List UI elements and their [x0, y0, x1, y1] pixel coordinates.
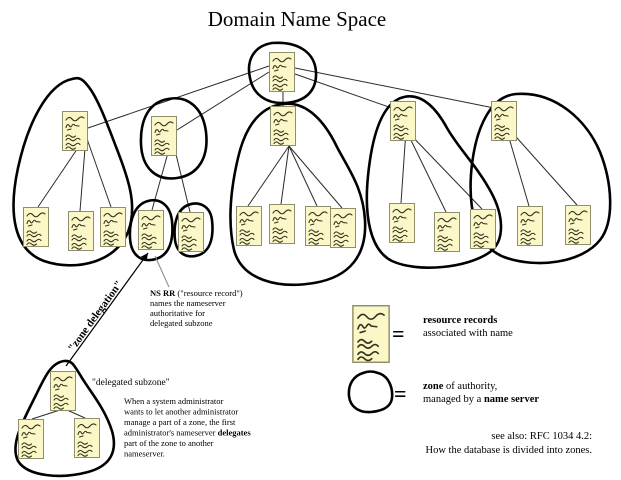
admin-note-line3: manage a part of a zone, the first	[124, 417, 236, 427]
ns-rr-annotation: NS RR ("resource record") names the name…	[150, 288, 243, 328]
resource-record-icon	[68, 211, 94, 251]
page-title: Domain Name Space	[208, 7, 386, 31]
see-also-line1: see also: RFC 1034 4.2:	[491, 431, 592, 442]
tree-edge	[405, 129, 483, 210]
zone-outline-subzone-b	[173, 202, 214, 258]
tree-edge	[400, 129, 407, 204]
svg-text:zone of authority,: zone of authority,	[423, 381, 497, 392]
admin-note-line6: nameserver.	[124, 449, 165, 459]
tree-edge	[87, 65, 270, 129]
zone-outline-fourth	[365, 95, 503, 269]
ns-rr-line3: authoritative for	[150, 308, 205, 318]
resource-record-icon	[269, 204, 295, 244]
svg-text:administrator's nameserver del: administrator's nameserver delegates	[124, 428, 251, 438]
svg-text:NS RR ("resource record"): NS RR ("resource record")	[150, 288, 243, 298]
resource-record-icon	[151, 116, 177, 156]
tree-edge	[405, 129, 447, 213]
ns-rr-line1: ("resource record")	[175, 288, 243, 298]
tree-edge	[506, 130, 530, 207]
resource-record-icon	[50, 371, 76, 411]
svg-text:managed by a name server: managed by a name server	[423, 394, 539, 405]
legend-resource-record-icon	[352, 305, 390, 363]
legend-zone-line2: managed by a	[423, 394, 484, 405]
ns-rr-line2: names the nameserver	[150, 298, 226, 308]
legend-zone-term: zone	[423, 381, 444, 392]
zone-delegation-label: "zone delegation"	[66, 278, 125, 354]
resource-record-icon	[138, 210, 164, 250]
resource-record-icon	[178, 212, 204, 252]
delegated-subzone-label: "delegated subzone"	[92, 378, 170, 388]
zone-outline-delegated-subzone	[14, 359, 116, 478]
tree-edge	[280, 145, 290, 205]
resource-record-icon	[470, 209, 496, 249]
resource-record-icon	[18, 419, 44, 459]
tree-edge	[31, 409, 61, 420]
admin-note-line1: When a system administrator	[124, 396, 224, 406]
tree-edge	[85, 135, 112, 208]
legend-rr-term: resource records	[423, 315, 497, 326]
admin-note-delegates: delegates	[218, 428, 252, 438]
resource-record-icon	[236, 206, 262, 246]
zone-outline-middle	[229, 102, 367, 287]
resource-record-icon	[305, 206, 331, 246]
resource-record-icon	[270, 106, 296, 146]
ns-rr-line4: delegated subzone	[150, 318, 213, 328]
admin-note: When a system administrator wants to let…	[124, 396, 251, 459]
zone-delegation-line	[65, 252, 149, 367]
resource-record-icon	[434, 212, 460, 252]
legend-equals-2: =	[394, 381, 407, 406]
tree-edge	[288, 145, 343, 209]
resource-record-icon	[389, 203, 415, 243]
see-also: see also: RFC 1034 4.2: How the database…	[425, 431, 592, 456]
tree-edge	[176, 71, 270, 131]
legend: = resource records associated with name …	[347, 305, 539, 414]
resource-record-icon	[269, 52, 295, 92]
see-also-line2: How the database is divided into zones.	[425, 445, 592, 456]
resource-record-icon	[390, 101, 416, 141]
resource-record-icon	[74, 418, 100, 458]
zone-outline-right	[469, 92, 612, 265]
tree-edge	[294, 67, 505, 111]
tree-edge	[288, 145, 318, 207]
zone-outline-second	[139, 96, 208, 180]
resource-record-icon	[517, 206, 543, 246]
resource-record-icon	[491, 101, 517, 141]
tree-edge	[66, 409, 86, 419]
legend-zone-outline-icon	[347, 370, 394, 414]
tree-edge	[247, 145, 290, 207]
tree-edge	[508, 128, 578, 206]
legend-nameserver-term: name server	[484, 394, 539, 405]
admin-note-line5: part of the zone to another	[124, 438, 214, 448]
ns-rr-term: NS RR	[150, 288, 176, 298]
legend-equals-1: =	[392, 321, 405, 346]
ns-rr-pointer-line	[154, 255, 170, 288]
legend-zone-rest: of authority,	[443, 381, 497, 392]
resource-record-icon	[330, 208, 356, 248]
tree-edge	[294, 73, 404, 113]
admin-note-line4: administrator's nameserver	[124, 428, 218, 438]
resource-record-icon	[23, 207, 49, 247]
legend-rr-desc: associated with name	[423, 328, 513, 339]
resource-record-icon	[100, 207, 126, 247]
resource-record-icon	[62, 111, 88, 151]
admin-note-line2: wants to let another administrator	[124, 407, 238, 417]
resource-record-icon	[565, 205, 591, 245]
